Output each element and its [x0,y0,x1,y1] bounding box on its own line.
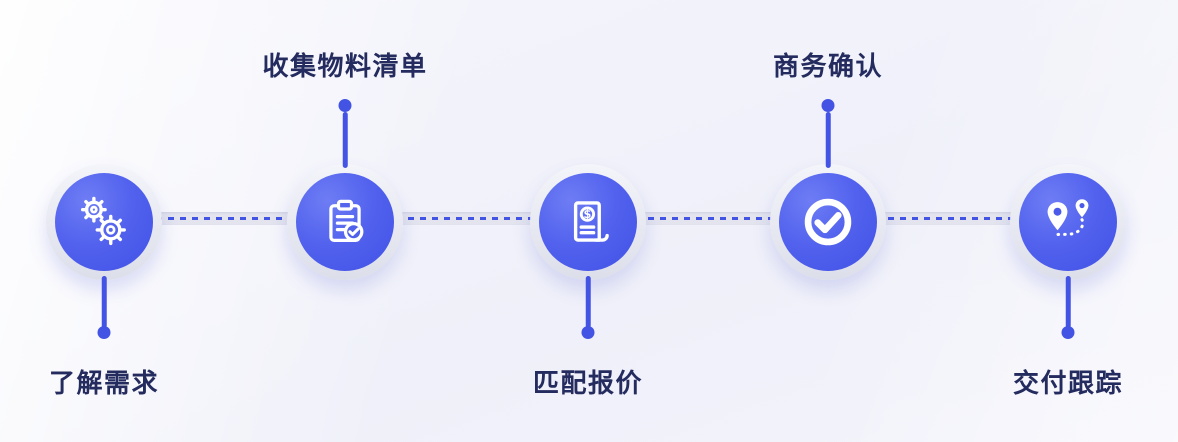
step-business-confirmation: 商务确认 [708,0,948,442]
step-label: 收集物料清单 [262,51,428,81]
step-connector-dot [338,99,352,112]
step-connector-line [342,112,348,168]
step-circle-ring [287,164,403,280]
step-collect-bom: 收集物料清单 [225,0,465,442]
gears-icon [80,196,126,246]
step-connector-dot [581,326,595,339]
step-understand-requirements: 了解需求 [0,0,224,442]
step-connector-line [1065,276,1071,328]
step-label: 交付跟踪 [1012,368,1123,398]
step-circle: $ [539,173,637,271]
step-connector-line [585,276,591,328]
step-connector-line [101,276,107,328]
clipboard-checklist-icon [329,199,364,243]
step-circle [779,173,877,271]
step-match-quotation: $ 匹配报价 [468,0,708,442]
step-label: 商务确认 [772,51,883,81]
svg-text:$: $ [584,208,592,221]
invoice-dollar-icon: $ [573,201,609,242]
step-circle [55,173,153,271]
step-delivery-tracking: 交付跟踪 [948,0,1178,442]
step-connector-dot [1061,326,1075,339]
check-circle-icon [804,198,852,246]
step-connector-dot [97,326,111,339]
step-circle [1019,173,1117,271]
map-pins-route-icon [1047,199,1089,237]
step-circle-ring: $ [530,164,646,280]
step-circle-ring [770,164,886,280]
step-circle [296,173,394,271]
step-connector-line [825,112,831,168]
step-label: 匹配报价 [532,368,643,398]
step-circle-ring [46,164,162,280]
step-connector-dot [821,99,835,112]
step-label: 了解需求 [48,368,159,398]
step-circle-ring [1010,164,1126,280]
